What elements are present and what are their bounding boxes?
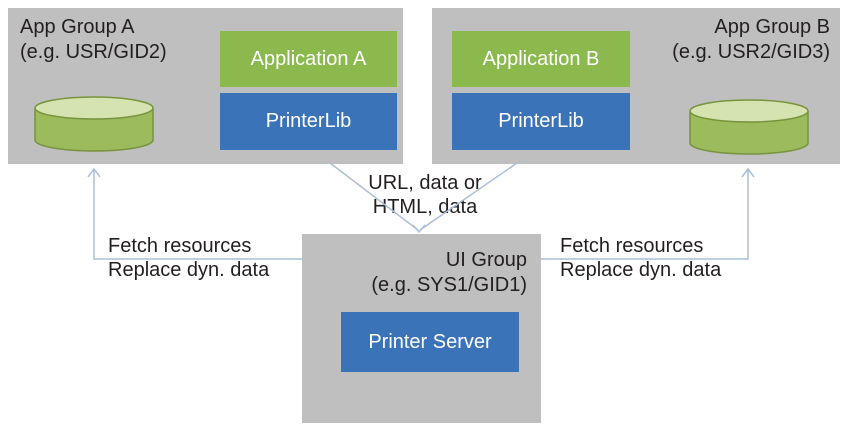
ui-group-title-line1: UI Group [445, 249, 527, 271]
fetch-left-line1: Fetch resources [108, 235, 252, 257]
database-cylinder-icon [34, 96, 154, 152]
database-cylinder-icon [689, 99, 809, 155]
application-a-box: Application A [220, 31, 397, 87]
app-group-a-title: App Group A (e.g. USR/GID2) [20, 15, 167, 65]
fetch-resources-right-label: Fetch resources Replace dyn. data [560, 234, 721, 282]
app-group-a-title-line1: App Group A [20, 16, 135, 38]
arrowhead-up-left-icon [87, 167, 101, 178]
app-group-a-box: App Group A (e.g. USR/GID2) Application … [8, 8, 403, 164]
ui-group-box: UI Group (e.g. SYS1/GID1) Printer Server [302, 234, 541, 423]
application-b-box: Application B [452, 31, 630, 87]
app-group-b-title: App Group B (e.g. USR2/GID3) [672, 15, 830, 65]
fetch-resources-left-label: Fetch resources Replace dyn. data [108, 234, 269, 282]
url-data-label: URL, data or HTML, data [330, 171, 520, 219]
printer-server-box: Printer Server [341, 312, 519, 372]
fetch-right-line2: Replace dyn. data [560, 259, 722, 281]
app-group-b-title-line2: (e.g. USR2/GID3) [672, 41, 830, 63]
app-group-b-title-line1: App Group B [714, 16, 830, 38]
printerlib-a-box: PrinterLib [220, 93, 397, 150]
fetch-left-line2: Replace dyn. data [108, 259, 270, 281]
url-data-label-line2: HTML, data [372, 196, 478, 218]
ui-group-title: UI Group (e.g. SYS1/GID1) [371, 248, 527, 298]
fetch-right-line1: Fetch resources [560, 235, 704, 257]
ui-group-title-line2: (e.g. SYS1/GID1) [371, 274, 527, 296]
arrowhead-up-right-icon [741, 167, 755, 178]
arrowhead-down-icon [412, 224, 426, 234]
app-group-b-box: App Group B (e.g. USR2/GID3) Application… [432, 8, 840, 164]
printerlib-b-box: PrinterLib [452, 93, 630, 150]
url-data-label-line1: URL, data or [368, 172, 482, 194]
app-group-a-title-line2: (e.g. USR/GID2) [20, 41, 167, 63]
